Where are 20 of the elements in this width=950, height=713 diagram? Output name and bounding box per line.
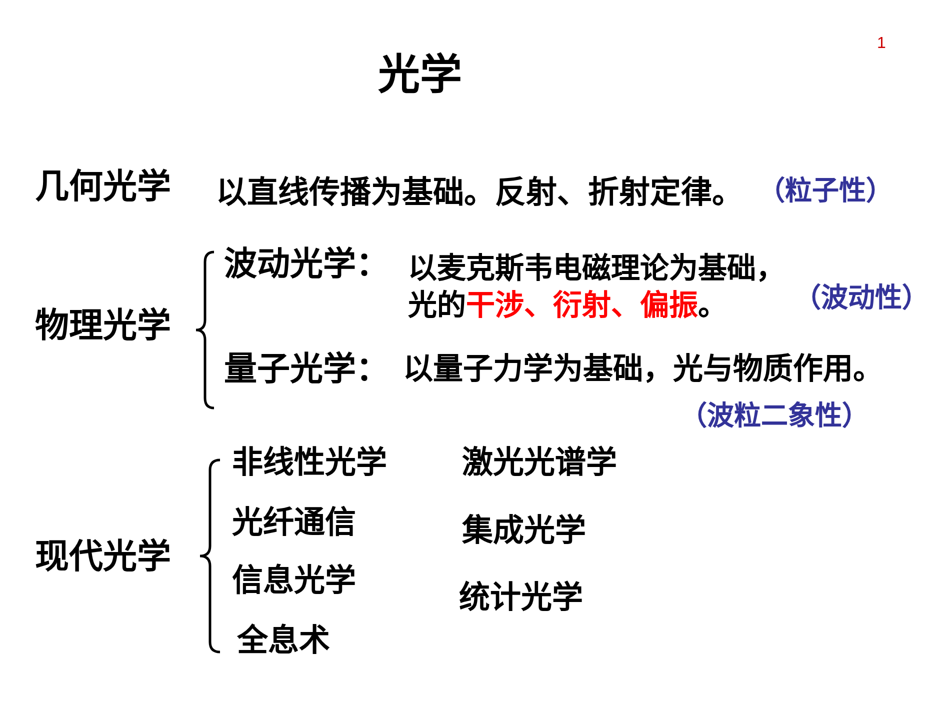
topic-label: 信息光学 <box>232 562 356 600</box>
subfield-heading: 量子光学： <box>224 349 389 389</box>
description-text: 以直线传播为基础。反射、折射定律。 <box>216 174 743 212</box>
category-heading: 物理光学 <box>35 306 171 347</box>
description-text: 以量子力学为基础，光与物质作用。 <box>403 352 883 388</box>
slide-title: 光学 <box>378 50 462 100</box>
property-note: （波动性） <box>794 282 929 314</box>
subfield-heading: 波动光学： <box>224 244 389 284</box>
topic-label: 全息术 <box>237 622 330 660</box>
property-note: （粒子性） <box>758 175 893 208</box>
page-number: 1 <box>877 34 886 54</box>
category-heading: 几何光学 <box>35 167 171 208</box>
topic-label: 统计光学 <box>459 579 583 616</box>
topic-label: 激光光谱学 <box>462 444 617 482</box>
description-text: 以麦克斯韦电磁理论为基础，光的干涉、衍射、偏振。 <box>408 252 786 324</box>
topic-label: 非线性光学 <box>232 444 387 482</box>
category-heading: 现代光学 <box>35 537 171 578</box>
topic-label: 集成光学 <box>462 512 586 550</box>
property-note: （波粒二象性） <box>680 400 869 432</box>
topic-label: 光纤通信 <box>232 504 356 542</box>
